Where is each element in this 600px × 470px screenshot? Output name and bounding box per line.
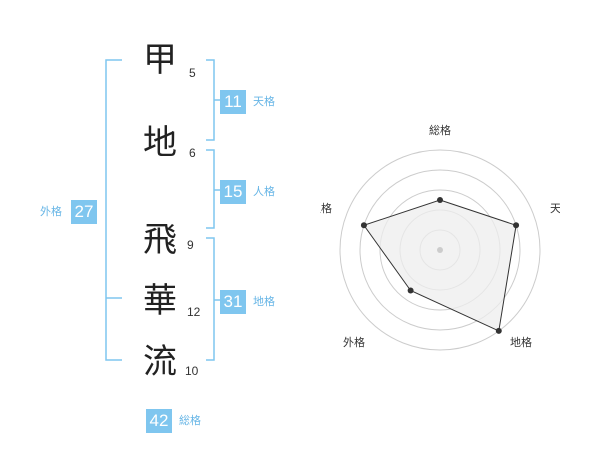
tenkaku-value: 11	[220, 90, 246, 114]
radar-point-soukaku	[437, 197, 443, 203]
name-char-5: 流	[143, 342, 177, 382]
stroke-count-2: 6	[189, 146, 196, 160]
jinkaku-label: 人格	[253, 185, 275, 198]
tenkaku-label: 天格	[253, 95, 275, 108]
chikaku-value: 31	[220, 290, 246, 314]
radar-center-dot	[437, 247, 443, 253]
radar-points	[360, 197, 520, 334]
soukaku-label: 総格	[179, 414, 201, 427]
name-char-3: 飛	[143, 220, 177, 260]
stroke-count-1: 5	[189, 66, 196, 80]
radar-grid-ring	[359, 169, 521, 331]
soukaku-value: 42	[146, 409, 172, 433]
radar-grid-ring	[339, 149, 541, 351]
radar-label-jinkaku: 人格	[320, 201, 332, 215]
gaikaku-value: 27	[71, 200, 97, 224]
gaikaku-label: 外格	[40, 205, 62, 218]
radar-point-jinkaku	[360, 222, 367, 229]
radar-label-soukaku: 総格	[429, 123, 451, 137]
stroke-count-4: 12	[187, 305, 201, 319]
radar-point-chikaku	[495, 327, 502, 334]
stroke-count-5: 10	[185, 364, 199, 378]
radar-polygon	[363, 199, 517, 332]
radar-label-chikaku: 地格	[510, 335, 532, 349]
chikaku-label: 地格	[253, 295, 275, 308]
radar-point-tenkaku	[513, 222, 520, 229]
radar-point-gaikaku	[407, 287, 414, 294]
name-char-1: 甲	[143, 40, 177, 80]
radar-label-tenkaku: 天格	[550, 201, 560, 215]
fortune-radar-chart: 総格 天格 地格 外格 人格	[320, 123, 560, 351]
stroke-count-3: 9	[187, 238, 194, 252]
name-char-4: 華	[143, 281, 177, 321]
jinkaku-value: 15	[220, 180, 246, 204]
radar-label-gaikaku: 外格	[343, 335, 365, 349]
name-char-2: 地	[143, 123, 177, 163]
